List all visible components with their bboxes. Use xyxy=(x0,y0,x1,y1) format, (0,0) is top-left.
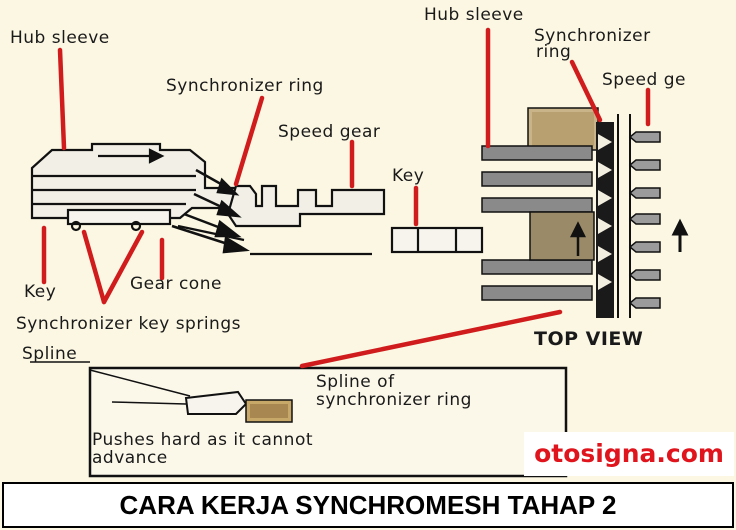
synchronizer-right-label-line2: ring xyxy=(536,42,571,62)
spline-label: Spline xyxy=(22,344,77,364)
key-left-label: Key xyxy=(24,282,56,302)
key-right-label: Key xyxy=(392,166,424,186)
watermark-text: otosigna.com xyxy=(524,432,734,476)
key-block xyxy=(392,228,482,252)
hub-sleeve-left-label: Hub sleeve xyxy=(10,28,110,48)
pushes-label-line1: Pushes hard as it cannot xyxy=(92,430,313,450)
synchronizer-key-springs-label: Synchronizer key springs xyxy=(16,314,241,334)
speed-gear-right-label: Speed ge xyxy=(602,70,686,90)
pushes-label-line2: advance xyxy=(92,448,168,468)
synchronizer-ring-left-label: Synchronizer ring xyxy=(166,76,324,96)
spline-of-ring-label-line2: synchronizer ring xyxy=(316,390,472,410)
hub-sleeve-right-label: Hub sleeve xyxy=(424,5,524,25)
spline-of-ring-label-line1: Spline of xyxy=(316,372,395,392)
gear-cone-label: Gear cone xyxy=(130,274,222,294)
speed-gear-left-label: Speed gear xyxy=(278,122,380,142)
top-view-section xyxy=(482,108,686,318)
caption-title: CARA KERJA SYNCHROMESH TAHAP 2 xyxy=(2,482,734,528)
top-view-label: TOP VIEW xyxy=(534,328,643,350)
